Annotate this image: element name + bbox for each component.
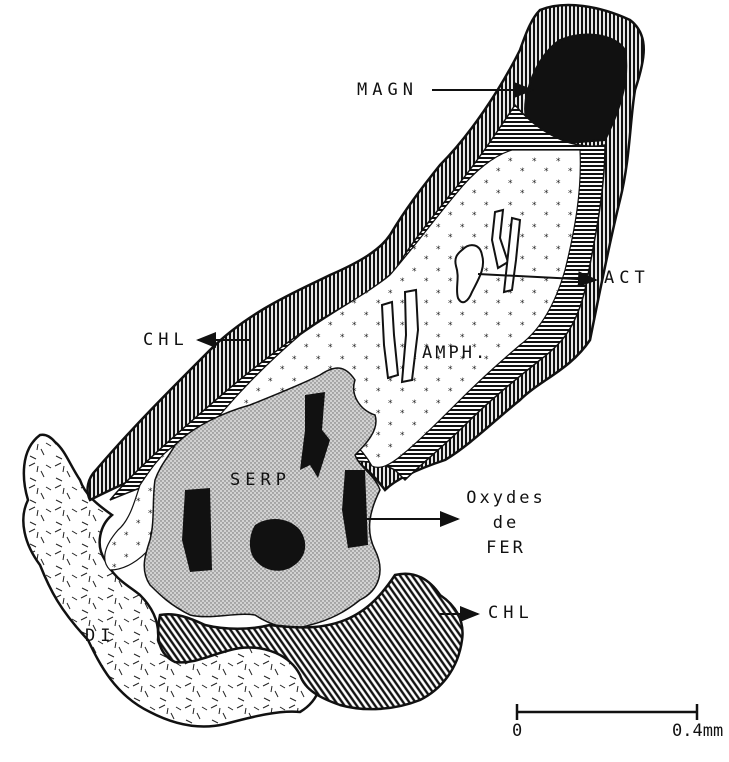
act-label: ACT: [604, 270, 650, 287]
scale-start-label: 0: [512, 723, 522, 740]
scale-end-label: 0.4mm: [672, 723, 723, 740]
scale-bar: [517, 704, 697, 720]
di-label: DI: [85, 628, 115, 645]
oxydes-label-line1: Oxydes: [466, 490, 546, 507]
magn-label: MAGN: [357, 82, 418, 99]
chl-left-label: CHL: [143, 332, 189, 349]
amph-label: AMPH.: [422, 345, 488, 362]
serp-label: SERP: [230, 472, 291, 489]
oxydes-label-line2: de: [466, 515, 546, 532]
chl-bottom-label: CHL: [488, 605, 534, 622]
oxydes-label-line3: FER: [466, 540, 546, 557]
